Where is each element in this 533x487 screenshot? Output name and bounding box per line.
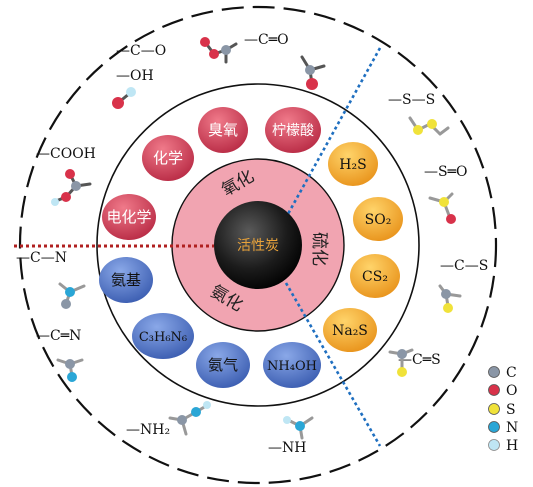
group-c-double-o: —C═O bbox=[244, 32, 289, 48]
molecule-c-s bbox=[438, 284, 462, 313]
group-c-n: —C—N bbox=[16, 250, 67, 266]
nitrogen-agent-ammonia: 氨气 bbox=[196, 342, 250, 388]
molecule-s-double-o bbox=[428, 192, 456, 224]
activated-carbon-core bbox=[214, 201, 302, 289]
agent-label: Na₂S bbox=[332, 323, 368, 339]
molecule-oh bbox=[112, 87, 136, 109]
legend-item-hydrogen: H bbox=[488, 438, 518, 454]
molecule-cooh bbox=[51, 169, 92, 206]
sulfur-divider-upper bbox=[286, 47, 382, 215]
nitrogen-agent-amino: 氨基 bbox=[99, 257, 153, 303]
agent-label: SO₂ bbox=[365, 212, 392, 228]
molecule-nh bbox=[283, 416, 314, 440]
group-oh: —OH bbox=[116, 68, 154, 84]
core-label: 活性炭 bbox=[237, 238, 279, 254]
agent-label: C₃H₆N₆ bbox=[139, 330, 187, 345]
agent-label: 氨气 bbox=[208, 356, 238, 374]
oxidation-agent-electrochemical: 电化学 bbox=[102, 194, 156, 240]
agent-label: CS₂ bbox=[362, 269, 388, 285]
agent-label: NH₄OH bbox=[267, 359, 317, 374]
legend-label: S bbox=[506, 402, 516, 418]
molecule-c-triple-n bbox=[56, 358, 84, 382]
legend-label: O bbox=[506, 383, 517, 399]
group-nh: —NH bbox=[268, 440, 306, 456]
legend-item-oxygen: O bbox=[488, 383, 517, 399]
element-legend: C O S N H bbox=[488, 365, 518, 454]
agent-label: H₂S bbox=[339, 157, 366, 173]
sulfur-agent-cs2: CS₂ bbox=[350, 254, 400, 298]
group-c-double-s: —C═S bbox=[398, 352, 441, 368]
oxidation-agent-chemical: 化学 bbox=[142, 135, 194, 181]
legend-item-carbon: C bbox=[488, 365, 517, 381]
nitrogen-agent-melamine: C₃H₆N₆ bbox=[132, 313, 194, 359]
nitrogen-agent-nh4oh: NH₄OH bbox=[263, 342, 321, 388]
group-s-double-o: —S═O bbox=[424, 164, 468, 180]
molecule-c-n bbox=[58, 282, 86, 309]
group-c-o: —C—O bbox=[116, 43, 166, 59]
agent-label: 臭氧 bbox=[208, 121, 238, 139]
sulfuration-label: 硫化 bbox=[309, 232, 329, 266]
sulfur-agent-na2s: Na₂S bbox=[323, 308, 377, 352]
legend-item-nitrogen: N bbox=[488, 420, 518, 436]
legend-item-sulfur: S bbox=[488, 402, 516, 418]
molecule-nh2 bbox=[168, 401, 211, 436]
molecule-c-double-o bbox=[300, 55, 326, 90]
legend-label: C bbox=[506, 365, 517, 381]
oxidation-agent-ozone: 臭氧 bbox=[198, 107, 248, 153]
agent-label: 化学 bbox=[153, 149, 183, 167]
agent-label: 柠檬酸 bbox=[272, 123, 314, 139]
molecule-c-o bbox=[200, 37, 238, 64]
molecule-s-s bbox=[408, 116, 450, 136]
agent-label: 电化学 bbox=[106, 208, 151, 226]
oxidation-agent-citric-acid: 柠檬酸 bbox=[265, 107, 321, 153]
group-nh2: —NH₂ bbox=[126, 422, 170, 438]
group-c-triple-n: —C═N bbox=[36, 328, 81, 344]
legend-label: N bbox=[506, 420, 518, 436]
reagent-ring-boundary bbox=[96, 83, 420, 407]
sulfur-agent-so2: SO₂ bbox=[353, 197, 403, 241]
group-c-s: —C—S bbox=[440, 258, 488, 274]
molecule-c-double-s bbox=[388, 348, 414, 377]
group-cooh: —COOH bbox=[36, 146, 96, 162]
legend-label: H bbox=[506, 438, 518, 454]
group-s-s: —S—S bbox=[388, 92, 435, 108]
sulfur-divider-lower bbox=[284, 282, 382, 447]
sulfur-agent-h2s: H₂S bbox=[328, 142, 378, 186]
agent-label: 氨基 bbox=[111, 271, 141, 289]
